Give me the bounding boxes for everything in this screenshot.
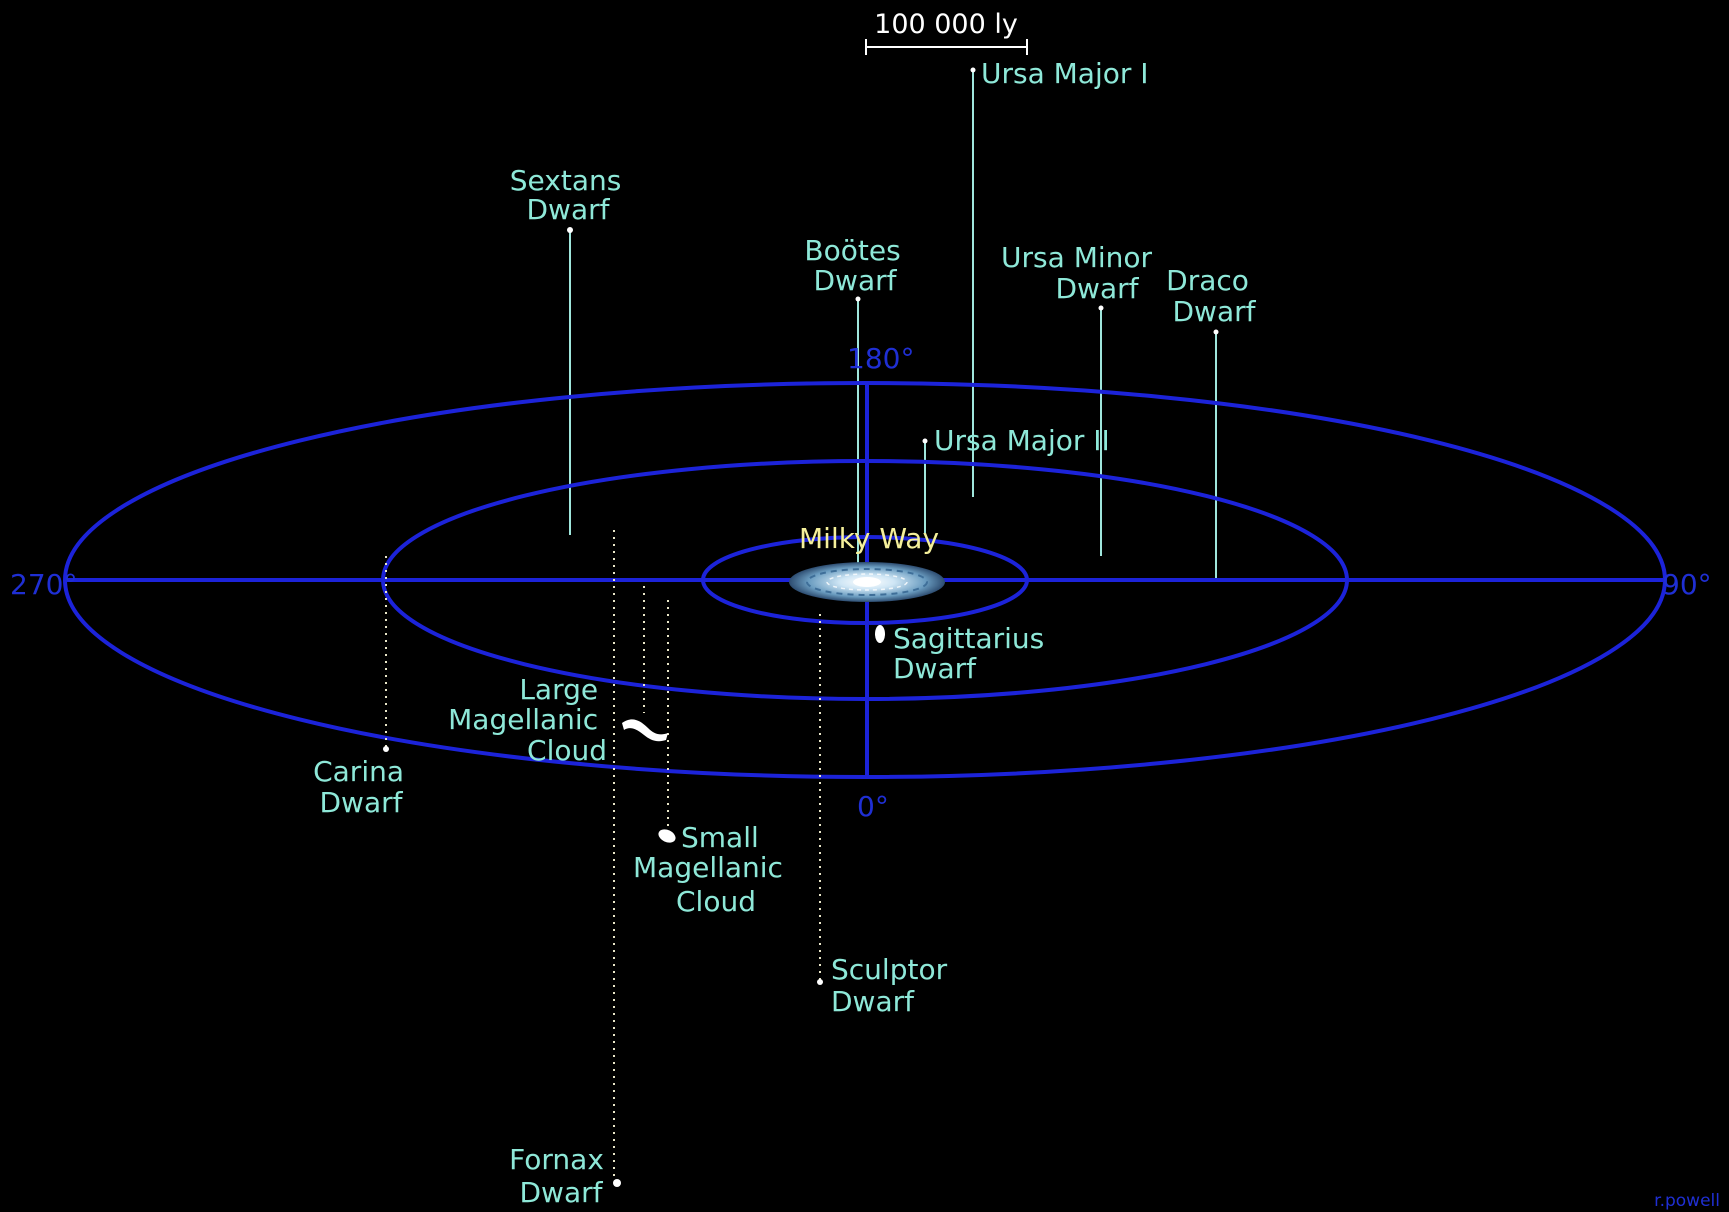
label-sagittarius: Sagittarius Dwarf (893, 622, 1053, 685)
galaxy-markers (383, 67, 1219, 1187)
label-carina: Carina Dwarf (313, 755, 413, 819)
label-ursa-major-1: Ursa Major I (981, 57, 1149, 90)
label-draco: Draco Dwarf (1166, 264, 1258, 328)
stems-below-plane (385, 530, 821, 1180)
marker-smc (658, 829, 676, 843)
label-sculptor: Sculptor Dwarf (831, 953, 956, 1018)
galaxy-labels: Ursa Major I Sextans Dwarf Boötes Dwarf … (313, 57, 1258, 1209)
marker-ursa-major-2 (922, 438, 928, 444)
label-lmc: Large Magellanic Cloud (448, 673, 607, 767)
marker-ursa-major-1 (970, 67, 976, 73)
marker-carina (383, 746, 389, 752)
label-smc: Small Magellanic Cloud (633, 821, 792, 918)
credit-text: r.powell (1654, 1191, 1720, 1211)
marker-fornax (613, 1179, 621, 1187)
degree-label-0: 0° (857, 790, 889, 823)
degree-label-90: 90° (1662, 568, 1712, 601)
scale-bar: 100 000 ly (865, 9, 1028, 55)
label-ursa-major-2: Ursa Major II (934, 424, 1110, 457)
degree-label-180: 180° (847, 342, 914, 375)
marker-sextans (567, 227, 573, 233)
label-ursa-minor: Ursa Minor Dwarf (1001, 241, 1161, 305)
marker-bootes (855, 296, 861, 302)
marker-ursa-minor (1098, 305, 1104, 311)
label-fornax: Fornax Dwarf (509, 1143, 613, 1209)
label-sextans: Sextans Dwarf (510, 164, 630, 226)
marker-draco (1213, 329, 1219, 335)
marker-lmc (622, 719, 668, 742)
marker-sculptor (817, 979, 823, 985)
degree-label-270: 270° (10, 568, 77, 601)
milky-way-galaxy: Milky Way (789, 522, 945, 602)
stems-above-plane (569, 68, 1217, 580)
milky-way-label: Milky Way (799, 522, 939, 555)
scale-bar-label: 100 000 ly (874, 9, 1018, 40)
label-bootes: Boötes Dwarf (804, 234, 909, 297)
marker-sagittarius (875, 625, 885, 643)
